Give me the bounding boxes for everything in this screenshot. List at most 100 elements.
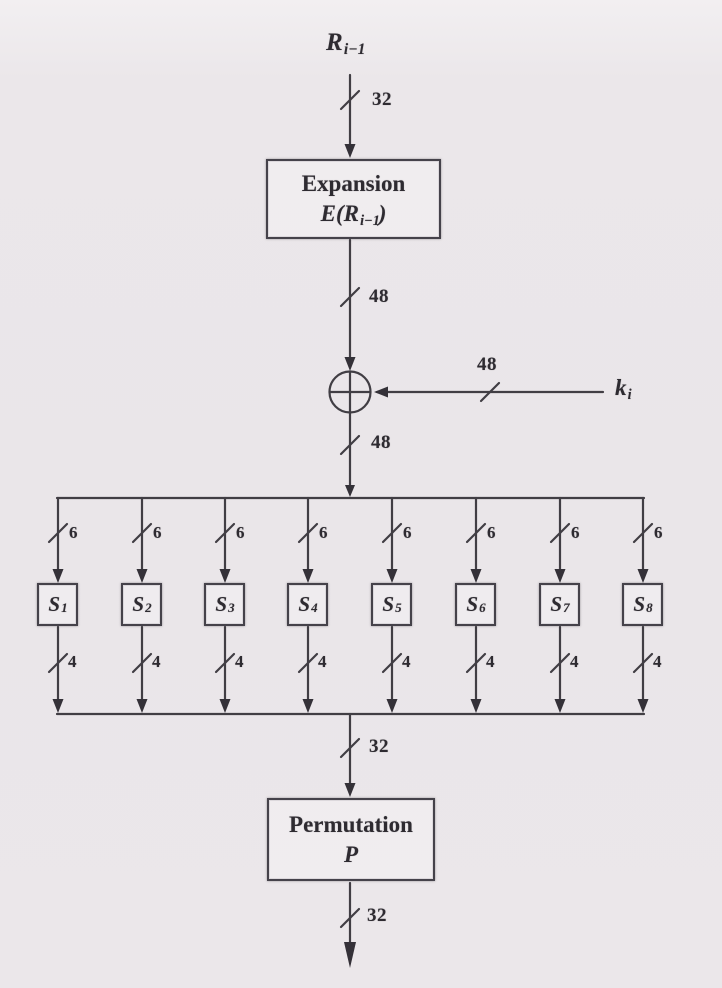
arrowhead-down [637, 569, 649, 583]
sbox-branch-wires [47, 496, 654, 713]
sbox-index: 4 [311, 600, 318, 616]
arrowheads [344, 144, 388, 968]
wire-slash [47, 522, 69, 544]
sbox-label: S [466, 592, 479, 616]
wire-slash [465, 522, 487, 544]
arrowhead-down [554, 699, 566, 713]
sbox-index: 7 [563, 600, 570, 616]
expansion-fn-open: E(R [320, 201, 359, 226]
bitwidth-sbox-out: 4 [68, 652, 77, 671]
arrowhead-down [470, 569, 482, 583]
bitwidth-key: 48 [477, 354, 497, 375]
wire-slash [549, 652, 571, 674]
arrowhead-down [219, 569, 231, 583]
wire-slash [297, 522, 319, 544]
expansion-title: Expansion [301, 171, 406, 196]
wire-slash [47, 652, 69, 674]
wire-slash [339, 737, 361, 759]
wire-slash [465, 652, 487, 674]
arrowhead-down [136, 699, 148, 713]
bitwidth-sbox-in: 6 [236, 523, 245, 542]
sbox-label: S [298, 592, 311, 616]
permutation-formula: P [343, 841, 359, 867]
wire-slash [339, 89, 361, 111]
input-label: Ri−1 [326, 29, 366, 59]
arrowhead-down [136, 569, 148, 583]
bitwidth-sbox-out: 4 [486, 652, 495, 671]
bitwidth-xor-out: 48 [371, 432, 391, 453]
bitwidth-sbox-in: 6 [654, 523, 663, 542]
sbox-index: 3 [228, 600, 235, 616]
sbox-index: 1 [61, 600, 68, 616]
wire-slash [131, 522, 153, 544]
wire-slash [632, 522, 654, 544]
sbox-label: S [382, 592, 395, 616]
wire-slash [339, 434, 361, 456]
expansion-fn-close: ) [378, 201, 387, 226]
wire-slash [297, 652, 319, 674]
input-subscript: i−1 [343, 41, 366, 59]
arrowhead-left [374, 386, 388, 398]
arrowhead-down [344, 783, 356, 797]
expansion-box: Expansion E(Ri−1) [266, 159, 441, 239]
sbox-index: 8 [646, 600, 653, 616]
arrowhead-down [637, 699, 649, 713]
arrowhead-down [52, 569, 64, 583]
input-var: R [326, 29, 343, 56]
bitwidth-sbox-in: 6 [319, 523, 328, 542]
permutation-title: Permutation [289, 811, 413, 837]
wire-slash [479, 381, 501, 403]
sbox-label: S [215, 592, 228, 616]
key-var: k [615, 375, 627, 400]
bitwidth-sbox-in: 6 [571, 523, 580, 542]
arrowhead-down [554, 569, 566, 583]
wire-slash [339, 286, 361, 308]
bitwidth-sbox-out: 4 [570, 652, 579, 671]
sbox-index: 6 [479, 600, 486, 616]
wire-slash [381, 522, 403, 544]
arrowhead-down [345, 485, 355, 497]
bitwidth-expansion-out: 48 [369, 286, 389, 307]
arrowhead-down-large [344, 942, 356, 968]
bitwidth-sbox-out: 4 [235, 652, 244, 671]
bitwidth-sbox-out: 4 [653, 652, 662, 671]
bitwidth-sbox-in: 6 [403, 523, 412, 542]
arrowhead-down [302, 569, 314, 583]
expansion-fn-sub: i−1 [360, 212, 380, 229]
expansion-formula: E(Ri−1) [320, 201, 387, 229]
sbox-label: S [48, 592, 61, 616]
arrowhead-down [302, 699, 314, 713]
sbox-index: 2 [145, 600, 152, 616]
arrowhead-down [470, 699, 482, 713]
arrowhead-down [52, 699, 64, 713]
wire-slash [214, 652, 236, 674]
bitwidth-output: 32 [367, 905, 387, 926]
bitwidth-sbox-out: 4 [152, 652, 161, 671]
bitwidth-sbox-out: 4 [318, 652, 327, 671]
wire-slash [632, 652, 654, 674]
sbox-label: S [633, 592, 646, 616]
round-key-label: ki [615, 375, 632, 402]
sbox-index: 5 [395, 600, 402, 616]
bitwidth-collected: 32 [369, 736, 389, 757]
arrowhead-down [386, 569, 398, 583]
wire-slash [131, 652, 153, 674]
key-subscript: i [627, 386, 632, 403]
bitwidth-input: 32 [372, 89, 392, 110]
sbox-label: S [132, 592, 145, 616]
bitwidth-sbox-in: 6 [153, 523, 162, 542]
arrowhead-down [344, 357, 356, 371]
bitwidth-sbox-in: 6 [69, 523, 78, 542]
wire-slash [549, 522, 571, 544]
arrowhead-down [219, 699, 231, 713]
